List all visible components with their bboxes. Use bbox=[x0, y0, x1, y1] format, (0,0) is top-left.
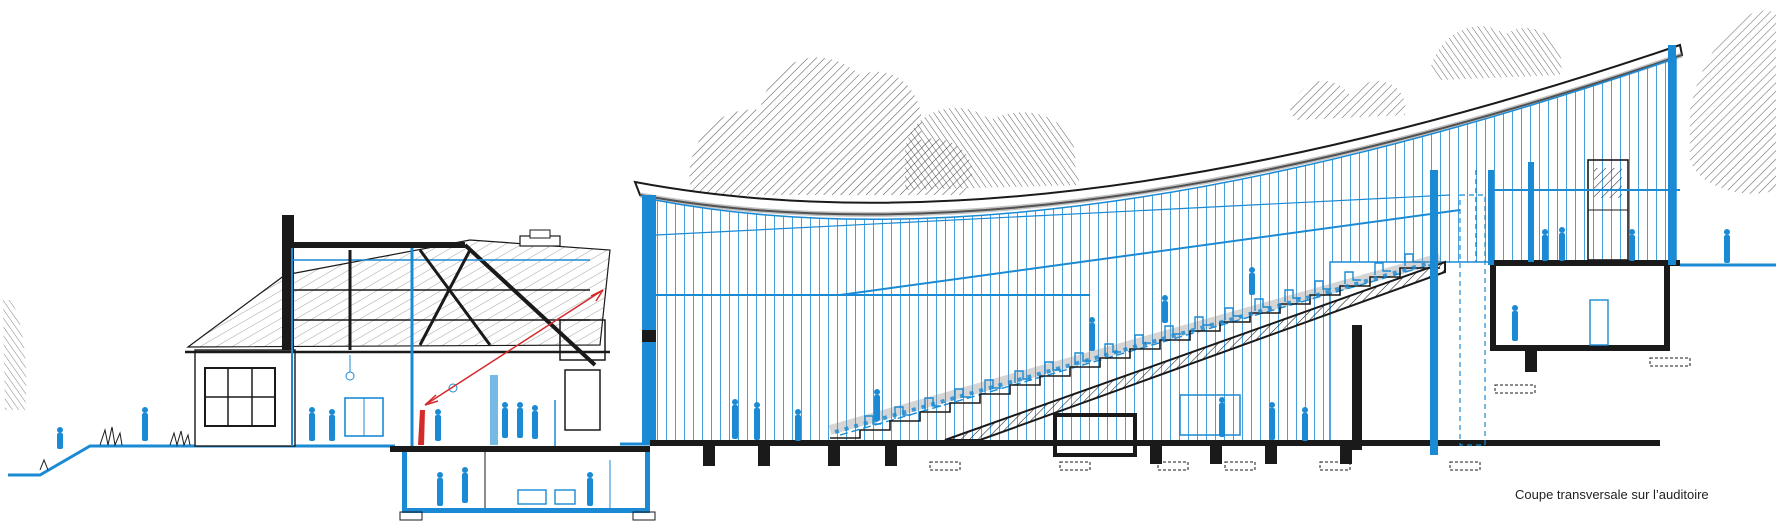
audience-seats bbox=[864, 253, 1421, 428]
auditorium-hall bbox=[633, 43, 1691, 471]
basement bbox=[390, 446, 656, 521]
existing-building bbox=[185, 215, 611, 447]
people bbox=[57, 227, 1730, 506]
trees bbox=[3, 10, 1776, 410]
shrubs bbox=[39, 426, 191, 471]
upper-foyer bbox=[1488, 45, 1680, 372]
drawing-caption: Coupe transversale sur l’auditoire bbox=[1515, 487, 1709, 502]
